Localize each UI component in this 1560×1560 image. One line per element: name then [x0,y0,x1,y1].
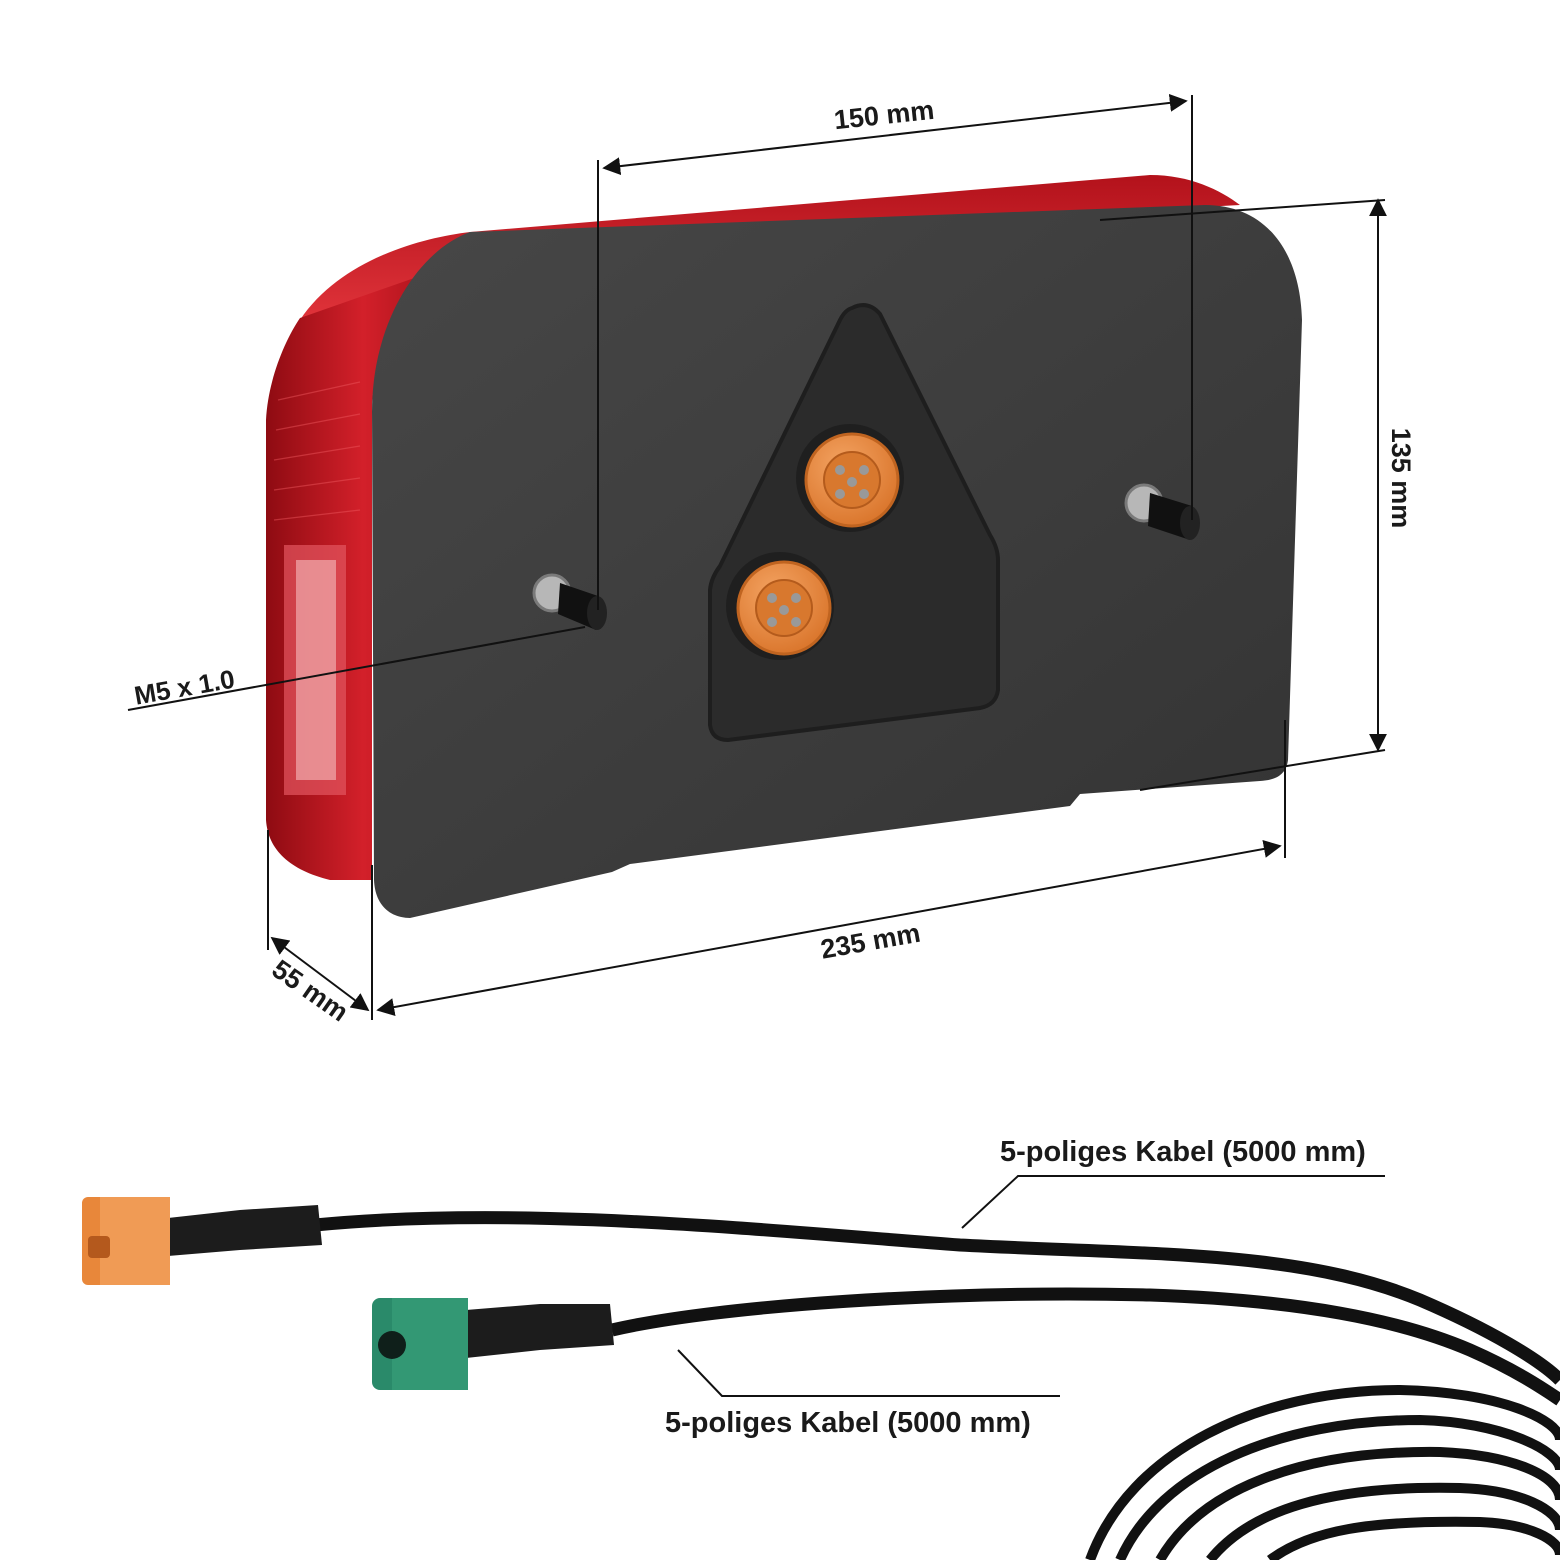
mounting-bolt-right [1124,483,1200,540]
tail-lamp [266,175,1302,918]
plug-orange [82,1197,322,1285]
socket-upper [796,424,904,532]
cable-set: 5-poliges Kabel (5000 mm) 5-poliges Kabe… [82,1136,1560,1560]
cable-lower [610,1287,1560,1406]
mounting-bolt-left [532,573,607,630]
dimension-length-label: 235 mm [818,918,922,965]
lens-top [300,175,1240,320]
plug-green [372,1298,614,1390]
cable-upper [314,1211,1560,1385]
bolt-thread-label: M5 x 1.0 [132,664,237,711]
socket-lower [726,552,834,660]
cable-coil [1085,1384,1560,1560]
dimension-lines [127,93,1387,1020]
cable-lower-leader [677,1349,1060,1397]
cable-upper-label: 5-poliges Kabel (5000 mm) [1000,1136,1366,1168]
dimension-width-label: 150 mm [832,95,935,135]
cable-lower-label: 5-poliges Kabel (5000 mm) [665,1407,1031,1439]
dimension-height-label: 135 mm [1386,428,1416,529]
cable-upper-leader [961,1175,1385,1229]
